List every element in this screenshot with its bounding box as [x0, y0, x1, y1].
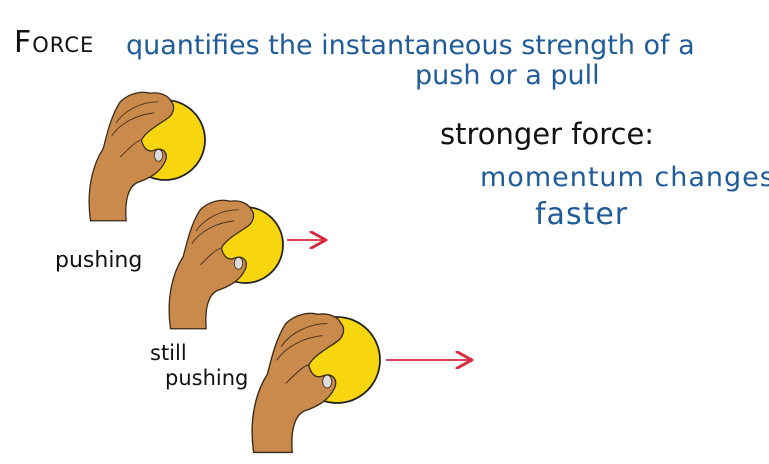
term-force: Force [14, 25, 95, 60]
stronger-force-label: stronger force: [440, 117, 655, 151]
still-label: still [150, 341, 187, 365]
pushing-label: pushing [55, 248, 143, 273]
definition-line-2: push or a pull [415, 60, 600, 91]
still-pushing-label: pushing [165, 366, 249, 390]
momentum-changes-text: momentum changes [480, 162, 769, 193]
faster-text: faster [535, 197, 629, 232]
hand-2-icon [168, 199, 255, 330]
hand-1-icon [88, 91, 175, 222]
definition-line-1: quantifies the instantaneous strength of… [126, 30, 695, 61]
hand-3-icon [251, 312, 345, 454]
